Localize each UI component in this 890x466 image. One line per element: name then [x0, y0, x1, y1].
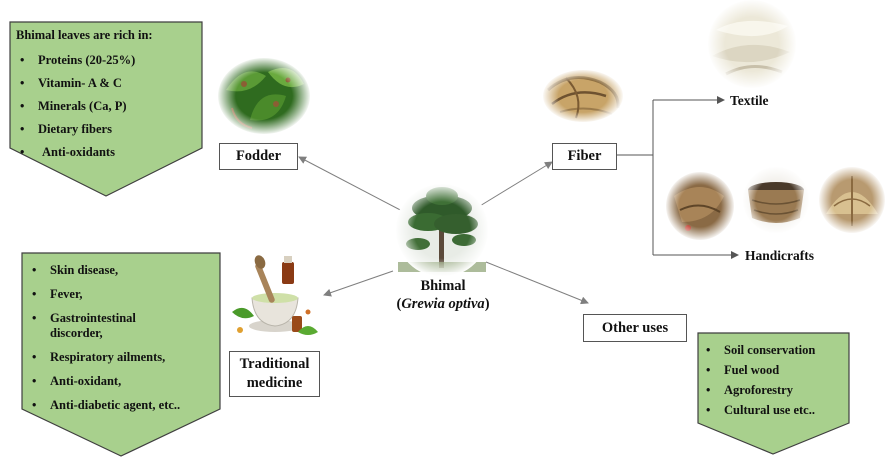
arrow-to-fodder — [299, 157, 408, 214]
fodder-nutrient-list: Proteins (20-25%) Vitamin- A & C Mineral… — [16, 49, 200, 164]
fiber-label: Fiber — [568, 148, 602, 165]
fiber-label-box: Fiber — [552, 143, 617, 170]
list-item: Proteins (20-25%) — [16, 49, 200, 72]
handicraft-weave-image — [818, 166, 886, 234]
list-item: Respiratory ailments, — [28, 350, 218, 365]
textile-label: Textile — [730, 93, 769, 109]
other-uses-list: Soil conservation Fuel wood Agroforestry… — [702, 340, 850, 420]
medicine-label-box: Traditional medicine — [229, 351, 320, 397]
list-item: Fever, — [28, 287, 218, 302]
list-item: Soil conservation — [702, 340, 850, 360]
fodder-leaves-image — [217, 57, 311, 135]
list-item: Vitamin- A & C — [16, 72, 200, 95]
arrow-to-fiber — [470, 162, 552, 212]
plant-common-name: Bhimal — [376, 277, 510, 295]
other-uses-panel-text: Soil conservation Fuel wood Agroforestry… — [702, 340, 850, 420]
bhimal-tree-image — [395, 183, 489, 277]
handicraft-basket-image — [742, 166, 810, 234]
list-item: Fuel wood — [702, 360, 850, 380]
list-item: Minerals (Ca, P) — [16, 95, 200, 118]
list-item: Agroforestry — [702, 380, 850, 400]
list-item: Gastrointestinal discorder, — [28, 311, 218, 341]
list-item: Anti-diabetic agent, etc.. — [28, 398, 218, 413]
medicine-label-line2: medicine — [247, 374, 303, 393]
handicraft-mat-image — [665, 171, 735, 241]
medicine-label-line1: Traditional — [240, 355, 310, 374]
list-item: Cultural use etc.. — [702, 400, 850, 420]
list-item: Anti-oxidants — [16, 141, 200, 164]
list-item: Anti-oxidant, — [28, 374, 218, 389]
fodder-label-box: Fodder — [219, 143, 298, 170]
traditional-medicine-image — [232, 254, 318, 335]
fodder-panel-title: Bhimal leaves are rich in: — [16, 29, 200, 42]
handicrafts-label: Handicrafts — [745, 248, 814, 264]
medicine-panel-text: Skin disease, Fever, Gastrointestinal di… — [28, 263, 218, 413]
other-uses-label-box: Other uses — [583, 314, 687, 342]
other-uses-label: Other uses — [602, 320, 668, 337]
textile-image — [707, 0, 797, 89]
list-item: Dietary fibers — [16, 118, 200, 141]
plant-scientific-name: (Grewia optiva) — [376, 295, 510, 313]
center-plant-label: Bhimal (Grewia optiva) — [376, 277, 510, 313]
list-item: Skin disease, — [28, 263, 218, 278]
plant-scientific-name-italic: Grewia optiva — [401, 296, 484, 312]
fodder-panel-text: Bhimal leaves are rich in: Proteins (20-… — [16, 29, 200, 164]
fodder-label: Fodder — [236, 148, 281, 165]
medicine-use-list: Skin disease, Fever, Gastrointestinal di… — [28, 263, 218, 413]
fiber-bundle-image — [542, 69, 624, 123]
